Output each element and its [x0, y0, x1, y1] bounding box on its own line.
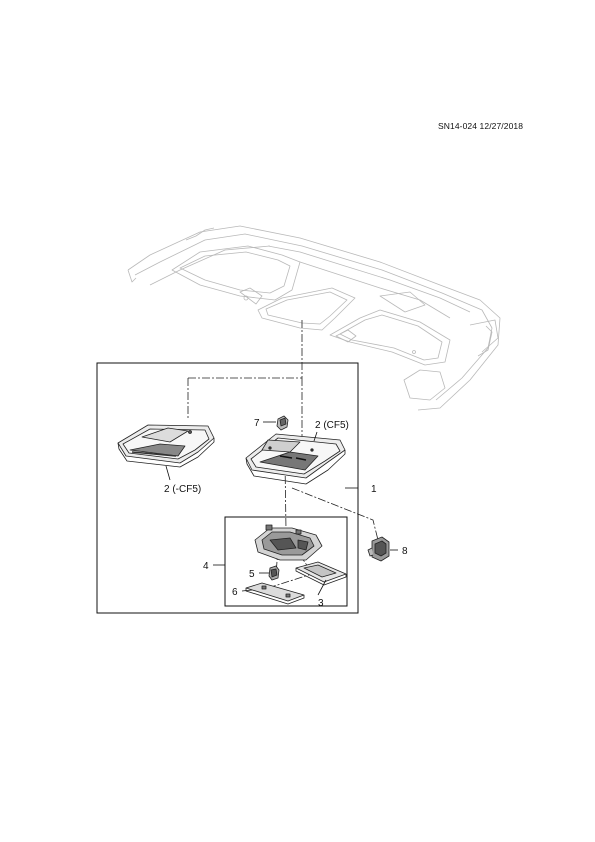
part-7-clip — [276, 415, 289, 431]
part-3-lens — [295, 561, 347, 586]
part-2-no-cf5-console — [117, 424, 215, 468]
callout-leaders — [165, 421, 398, 596]
part-6-cover — [245, 582, 305, 605]
part-4-lamp-housing — [254, 524, 323, 561]
callout-2-no-cf5: 2 (-CF5) — [164, 484, 201, 495]
roof-headliner — [127, 225, 501, 411]
callout-4: 4 — [203, 561, 209, 572]
callout-1: 1 — [371, 484, 377, 495]
callout-7: 7 — [254, 418, 260, 429]
callout-2-cf5: 2 (CF5) — [315, 420, 349, 431]
callout-6: 6 — [232, 587, 238, 598]
callout-8: 8 — [402, 546, 408, 557]
callout-3: 3 — [318, 598, 324, 609]
part-8-connector — [367, 536, 390, 562]
document-reference: SN14-024 12/27/2018 — [438, 121, 524, 131]
callout-5: 5 — [249, 569, 255, 580]
part-2-cf5-console — [245, 433, 346, 485]
assembly-box-4 — [224, 516, 348, 607]
part-5-bulb — [268, 565, 280, 581]
